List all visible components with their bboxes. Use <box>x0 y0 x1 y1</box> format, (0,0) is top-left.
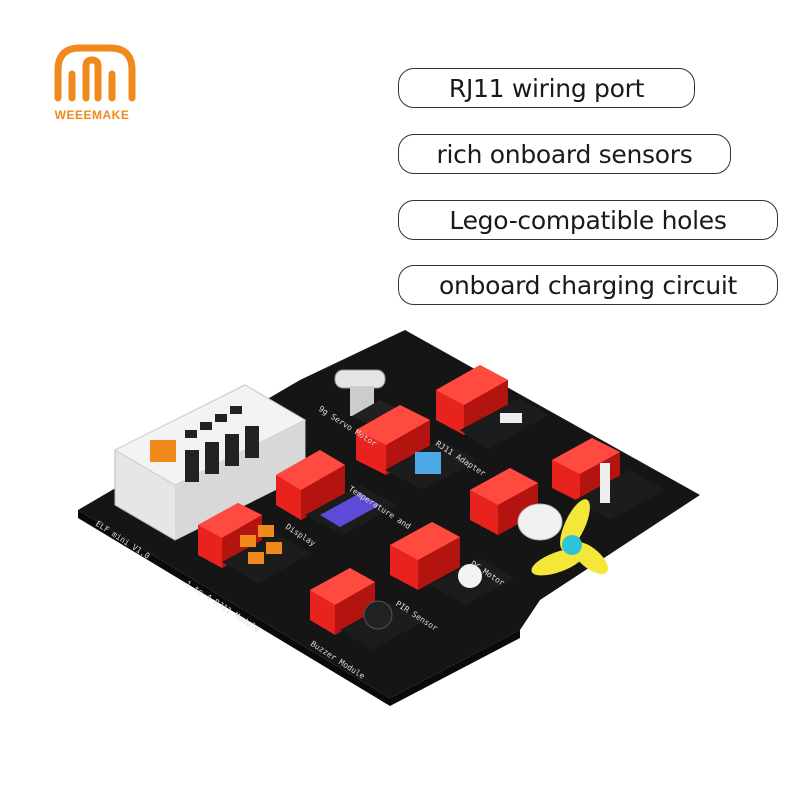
feature-charging: onboard charging circuit <box>398 265 778 305</box>
red-blocks <box>198 365 665 650</box>
weeemake-logo <box>40 36 150 126</box>
product-illustration: ELF mini V1.0 9g Servo Motor RJ11 Adapte… <box>0 300 800 798</box>
servo-module <box>334 369 400 426</box>
feature-lego: Lego-compatible holes <box>398 200 778 240</box>
main-controller <box>113 384 307 541</box>
feature-sensors: rich onboard sensors <box>398 134 731 174</box>
fan-blades <box>531 499 609 576</box>
feature-rj11: RJ11 wiring port <box>398 68 695 108</box>
brand-name: WEEEMAKE <box>54 108 130 122</box>
